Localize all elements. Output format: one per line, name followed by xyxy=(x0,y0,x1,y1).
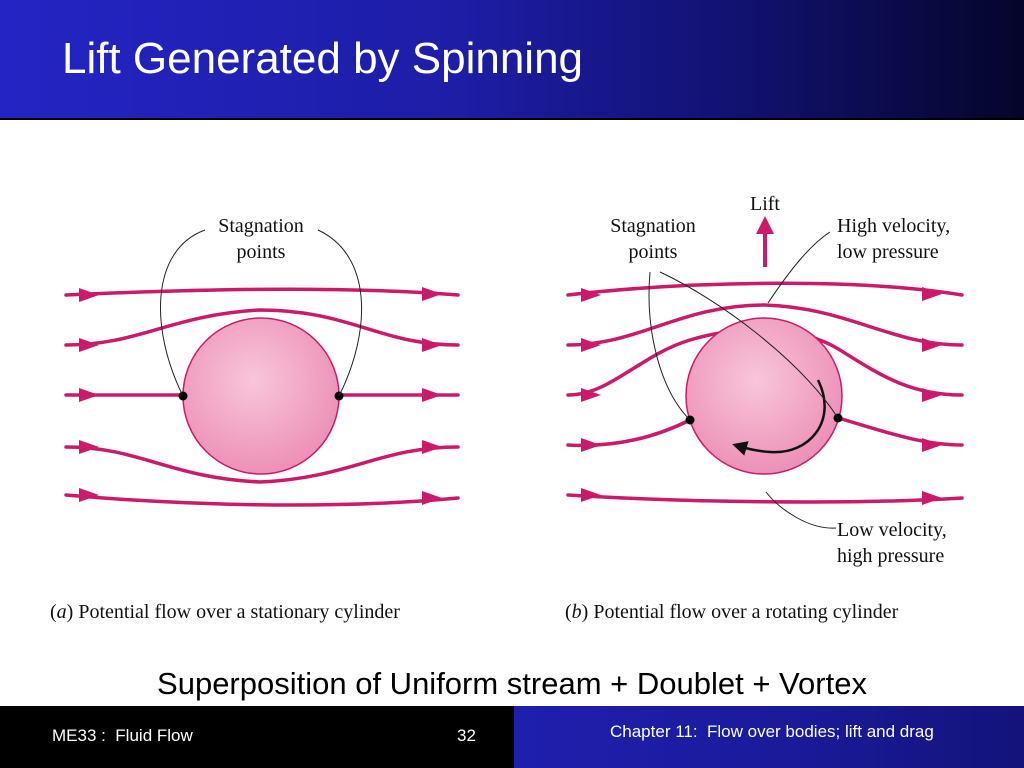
leader-line xyxy=(765,491,837,529)
arrowhead-icon xyxy=(79,440,99,454)
streamline-b4b xyxy=(836,416,964,447)
page-number: 32 xyxy=(457,726,476,745)
streamline-a5 xyxy=(64,493,460,507)
arrowhead-icon xyxy=(581,438,601,452)
arrowhead-icon xyxy=(79,338,99,352)
arrowhead-icon xyxy=(581,388,601,402)
leader-line xyxy=(767,231,831,304)
arrowhead-icon xyxy=(422,491,442,505)
arrowhead-icon xyxy=(581,338,601,352)
leader-line xyxy=(648,271,691,421)
stagnation-label-b-line2: points xyxy=(629,241,678,263)
low-velocity-label-line1: Low velocity, xyxy=(837,519,947,541)
streamline-b2 xyxy=(566,303,964,347)
high-velocity-label-line1: High velocity, xyxy=(837,215,950,237)
rotating-cylinder xyxy=(685,317,843,475)
arrowhead-icon xyxy=(922,438,942,452)
panel-a-stationary-cylinder: Stagnation points (a) Potential flow ove… xyxy=(50,215,460,623)
arrowhead-icon xyxy=(922,287,942,301)
caption-b-text: Potential flow over a rotating cylinder xyxy=(593,601,898,623)
stagnation-label-b-line1: Stagnation xyxy=(610,215,696,237)
arrowhead-icon xyxy=(79,388,99,402)
flow-diagram: Stagnation points (a) Potential flow ove… xyxy=(50,193,964,623)
arrowhead-icon xyxy=(422,440,442,454)
caption-b-letter: b xyxy=(572,601,582,623)
leader-line xyxy=(659,271,839,419)
arrowhead-icon xyxy=(581,288,601,302)
footer-course: ME33 : Fluid Flow xyxy=(52,726,193,745)
arrowhead-icon xyxy=(422,287,442,301)
stagnation-label-a-line1: Stagnation xyxy=(218,215,304,237)
title-bar: Lift Generated by Spinning xyxy=(0,0,1024,120)
leader-line xyxy=(160,229,206,397)
stationary-cylinder xyxy=(182,317,340,475)
caption-b: (b) Potential flow over a rotating cylin… xyxy=(565,601,899,623)
arrowhead-icon xyxy=(422,338,442,352)
rotation-arrow-icon xyxy=(732,379,826,456)
stagnation-label-a-line2: points xyxy=(237,241,286,263)
streamline-a2 xyxy=(64,308,460,347)
panel-b-rotating-cylinder: Lift Stagnation points High velocity, lo… xyxy=(565,193,964,623)
arrowhead-icon xyxy=(422,388,442,402)
lift-arrow-icon xyxy=(756,216,774,267)
arrowhead-icon xyxy=(581,488,601,502)
slide-title: Lift Generated by Spinning xyxy=(62,34,584,83)
footer-right: Chapter 11: Flow over bodies; lift and d… xyxy=(514,706,1024,768)
arrowhead-icon xyxy=(922,388,942,402)
arrowhead-icon xyxy=(922,338,942,352)
caption-a: (a) Potential flow over a stationary cyl… xyxy=(50,601,400,623)
footer-left: ME33 : Fluid Flow 32 xyxy=(0,706,514,768)
slide-subtitle: Superposition of Uniform stream + Double… xyxy=(157,666,867,701)
streamline-b1 xyxy=(566,281,964,297)
arrowhead-icon xyxy=(79,488,99,502)
streamline-b5 xyxy=(566,493,964,504)
caption-a-text: Potential flow over a stationary cylinde… xyxy=(78,601,400,623)
arrowhead-icon xyxy=(922,491,942,505)
streamline-a1 xyxy=(64,287,460,297)
high-velocity-label-line2: low pressure xyxy=(837,241,939,263)
caption-a-letter: a xyxy=(57,601,67,623)
arrowhead-icon xyxy=(79,288,99,302)
lift-label: Lift xyxy=(750,193,780,215)
streamline-a4 xyxy=(64,445,460,484)
footer-chapter: Chapter 11: Flow over bodies; lift and d… xyxy=(610,722,934,741)
leader-line xyxy=(317,229,363,397)
low-velocity-label-line2: high pressure xyxy=(837,545,944,567)
